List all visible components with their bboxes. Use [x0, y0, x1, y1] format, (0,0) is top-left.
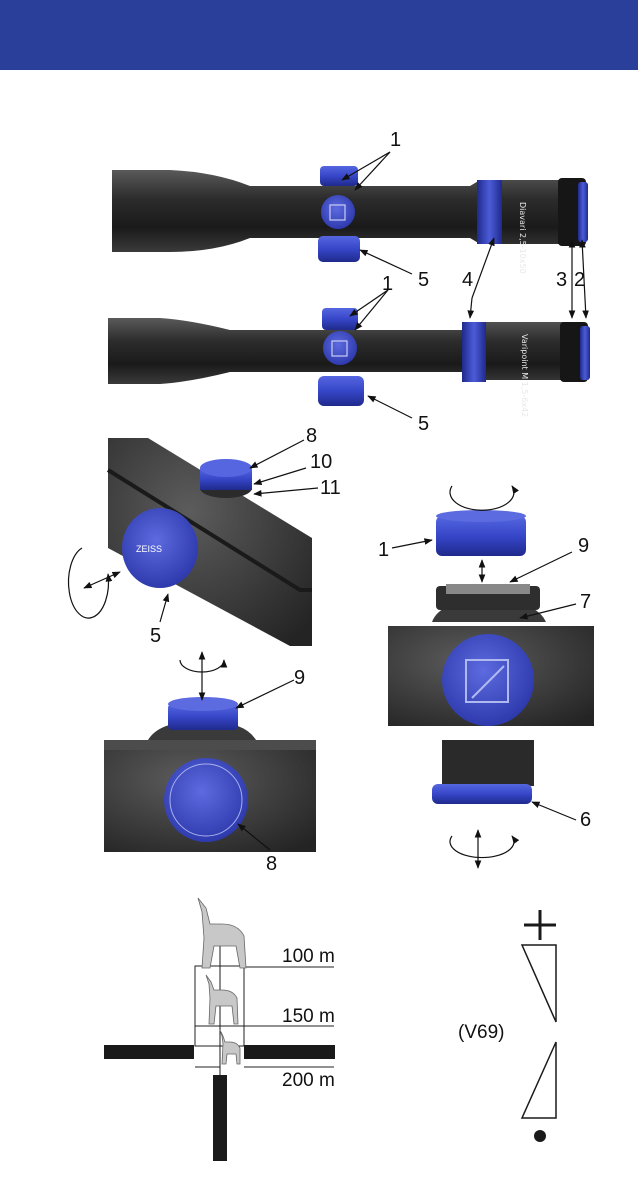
scope-model-label-top: Diavari 2,5-10x50 — [518, 202, 527, 274]
reticle-bottom-post — [213, 1075, 227, 1161]
callout-1-right: 1 — [378, 539, 389, 561]
rotate-arrow-icon — [67, 547, 113, 619]
illumination-cap — [122, 508, 198, 588]
scope-leaders — [341, 151, 589, 419]
distance-label-150: 150 m — [282, 1006, 335, 1027]
callout-3: 3 — [556, 269, 567, 291]
deer-icon — [197, 897, 247, 1065]
callout-9-right: 9 — [578, 535, 589, 557]
zeiss-logo-icon: ZEISS — [136, 544, 162, 554]
illumination-turret-bottom — [318, 376, 364, 406]
distance-label-100: 100 m — [282, 946, 335, 967]
callout-5-top: 5 — [418, 269, 429, 291]
reset-cap — [200, 459, 252, 477]
callout-6: 6 — [580, 809, 591, 831]
turret-exploded-panel — [388, 510, 594, 804]
callout-numbers: 1 5 4 3 2 1 5 8 10 11 5 9 8 1 9 7 6 — [150, 129, 591, 875]
reticle-label: (V69) — [458, 1022, 504, 1043]
callout-8-closeup: 8 — [306, 425, 317, 447]
callout-4: 4 — [462, 269, 473, 291]
riflescope-top: Diavari 2,5-10x50 — [112, 166, 588, 274]
brightness-down-triangle — [520, 1041, 557, 1119]
windage-turret-bottom — [323, 331, 357, 365]
callout-1-top: 1 — [390, 129, 401, 151]
callout-11: 11 — [320, 477, 341, 499]
turret-closeup-leaders — [67, 439, 319, 623]
callout-1-second: 1 — [382, 273, 393, 295]
callout-5-second: 5 — [418, 413, 429, 435]
elevation-panel-leaders — [179, 651, 295, 851]
illumination-turret-top — [318, 236, 360, 262]
distance-label-200: 200 m — [282, 1070, 335, 1091]
illumination-indicator: (V69) — [458, 910, 557, 1142]
reticle-left-bar — [104, 1045, 194, 1059]
turret-closeup-panel: ZEISS — [106, 438, 312, 646]
callout-8-left: 8 — [266, 853, 277, 875]
dot-icon — [534, 1130, 546, 1142]
double-arrow-icon — [83, 571, 121, 589]
callout-10: 10 — [310, 451, 332, 473]
brightness-up-triangle — [520, 944, 557, 1023]
exploded-panel-leaders — [391, 485, 577, 869]
rangefinder-diagram: 100 m 150 m 200 m — [104, 897, 335, 1161]
elevation-turret-top — [320, 166, 358, 186]
turret-elevation-panel — [104, 697, 316, 852]
elevation-cap — [164, 758, 248, 842]
callout-5-closeup: 5 — [150, 625, 161, 647]
plus-sign-icon — [524, 910, 556, 940]
callout-9-left: 9 — [294, 667, 305, 689]
header-bar — [0, 0, 638, 70]
removable-cap — [436, 516, 526, 556]
windage-turret-top — [321, 195, 355, 229]
windage-cap — [442, 634, 534, 726]
callout-2: 2 — [574, 269, 585, 291]
reticle-right-bar — [244, 1045, 335, 1059]
callout-7: 7 — [580, 591, 591, 613]
riflescope-bottom: Varipoint M 1,5-6x42 — [108, 308, 590, 417]
scope-model-label-bottom: Varipoint M 1,5-6x42 — [520, 334, 529, 417]
elevation-turret-bottom — [322, 308, 358, 330]
